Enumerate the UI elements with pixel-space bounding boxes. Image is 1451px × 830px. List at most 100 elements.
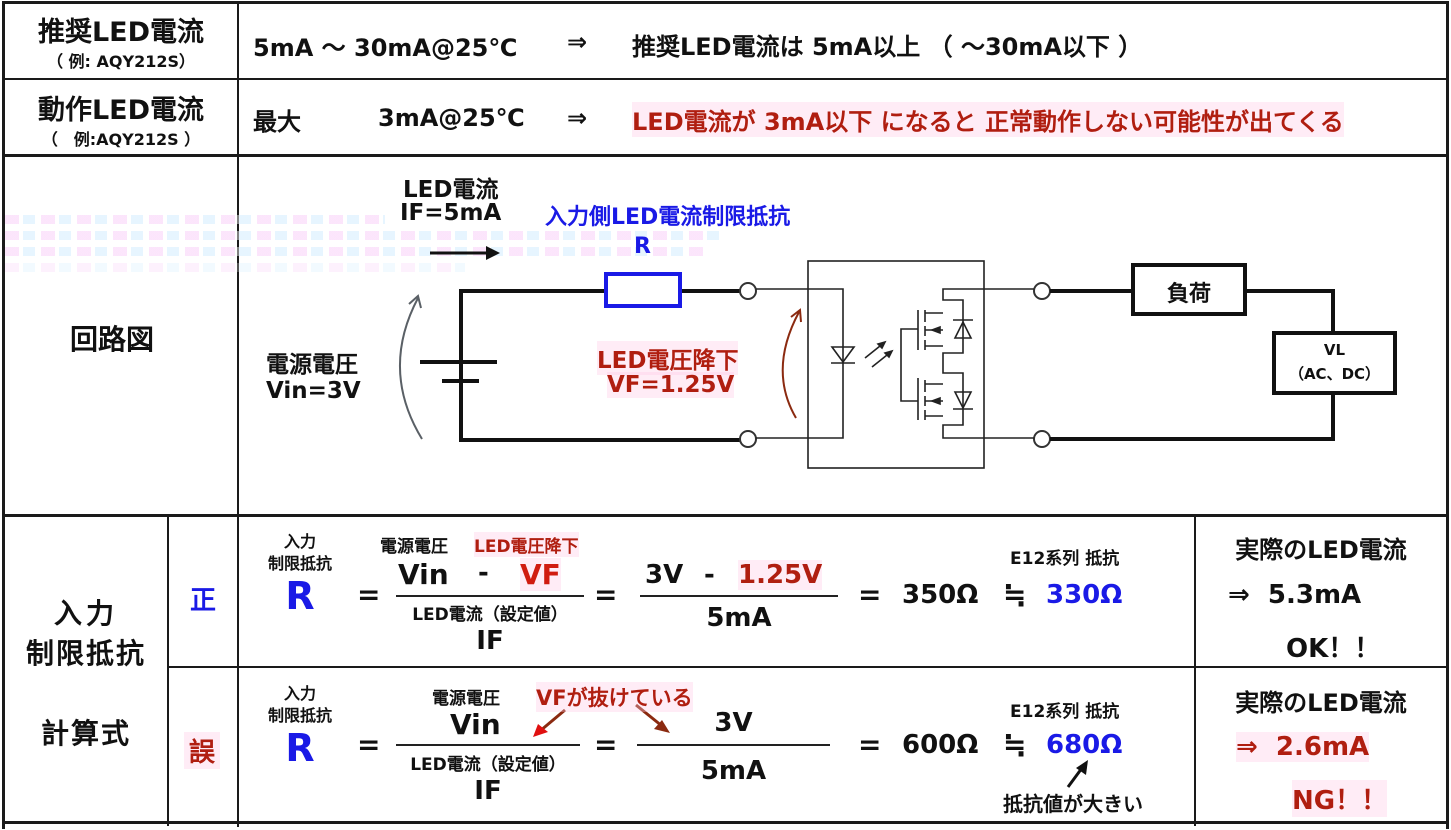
row-divider-1 <box>2 78 1449 80</box>
correct-num-caption-vf: LED電圧降下 <box>474 532 579 557</box>
table-border-top <box>2 1 1449 4</box>
col-divider-main <box>237 1 239 827</box>
correct-result: 350Ω <box>902 580 979 610</box>
wrong-r-symbol: R <box>285 726 315 770</box>
wrong-eq3: = <box>858 728 882 761</box>
recommended-arrow: ⇒ <box>567 28 588 56</box>
wire-top-left <box>459 289 606 395</box>
resistor-icon <box>604 272 682 308</box>
correct-verdict: OK！！ <box>1286 634 1381 664</box>
noise-strip <box>5 231 725 240</box>
operating-sublabel: （ 例:AQY212S ） <box>41 130 201 149</box>
wrong-den-caption: LED電流（設定値） <box>410 755 566 775</box>
correct-r-symbol: R <box>285 574 315 618</box>
wrong-approx: ≒ <box>1003 728 1027 761</box>
calc-label-line3: 計算式 <box>40 717 131 750</box>
wrong-e12-value: 680Ω <box>1046 730 1123 760</box>
correct-actual-value: ⇒ 5.3mA <box>1228 580 1362 610</box>
wrong-eq2: = <box>594 728 618 761</box>
correct-eq2: = <box>594 578 618 611</box>
vf-missing-arrow-right-icon <box>635 703 670 733</box>
led-current-label: LED電流 <box>403 177 499 203</box>
wrong-num-caption-supply: 電源電圧 <box>432 689 500 709</box>
correct-num-caption-supply: 電源電圧 <box>380 537 448 557</box>
correct-sub-minus: - <box>704 560 715 590</box>
resistor-label: 入力側LED電流制限抵抗 <box>545 205 791 230</box>
wrong-r-caption1: 入力 <box>283 684 316 703</box>
wrong-e12-note: 抵抗値が大きい <box>1003 792 1143 816</box>
operating-warning-note: LED電流が 3mA以下 になると 正常動作しない可能性が出てくる <box>632 102 1344 137</box>
wire-out-bottom <box>1050 393 1335 441</box>
correct-num-vin: Vin <box>398 558 449 591</box>
current-arrow-icon <box>430 246 500 260</box>
terminal-out-top <box>1033 282 1051 300</box>
operating-value-prefix: 最大 <box>253 108 301 136</box>
wrong-e12-caption: E12系列 抵抗 <box>1010 702 1120 722</box>
wrong-den-symbol: IF <box>474 776 502 806</box>
supply-voltage-value: Vin=3V <box>266 378 361 404</box>
row-divider-2 <box>2 154 1449 157</box>
operating-label: 動作LED電流 <box>37 95 205 126</box>
vl-source-box <box>1272 331 1397 395</box>
correct-eq: = <box>357 578 381 611</box>
terminal-out-bottom <box>1033 430 1051 448</box>
correct-sub-den: 5mA <box>706 603 772 633</box>
terminal-in-bottom <box>739 430 757 448</box>
row-divider-3 <box>2 514 1449 517</box>
circuit-label: 回路図 <box>70 323 155 356</box>
wrong-result: 600Ω <box>902 730 979 760</box>
resistance-large-arrow-icon <box>1066 760 1088 788</box>
correct-sub-num-b: 1.25V <box>738 560 823 590</box>
noise-strip <box>5 247 705 256</box>
correct-eq3: = <box>858 578 882 611</box>
correct-actual-title: 実際のLED電流 <box>1235 536 1407 564</box>
col-divider-result <box>1194 516 1196 826</box>
correct-r-caption1: 入力 <box>283 532 316 551</box>
terminal-in-top <box>739 282 757 300</box>
recommended-sublabel: （ 例: AQY212S） <box>46 52 196 71</box>
table-border-bottom <box>2 821 1449 824</box>
table-border-left <box>2 1 5 829</box>
wire-load-vl <box>1245 289 1335 333</box>
wrong-actual-title: 実際のLED電流 <box>1235 689 1407 717</box>
correct-den-symbol: IF <box>476 626 504 656</box>
wrong-verdict: NG！！ <box>1292 780 1388 817</box>
vl-label: VL <box>1323 341 1346 359</box>
correct-den-caption: LED電流（設定値） <box>412 605 568 625</box>
battery-icon <box>420 360 497 383</box>
vf-label: LED電圧降下 <box>597 341 739 375</box>
correct-num-minus: - <box>478 558 489 588</box>
vf-arrow-icon <box>781 308 802 419</box>
supply-voltage-arrow-icon <box>398 294 423 440</box>
correct-e12-caption: E12系列 抵抗 <box>1010 549 1120 569</box>
wrong-r-caption2: 制限抵抗 <box>267 706 332 725</box>
calc-label-line2: 制限抵抗 <box>25 637 146 670</box>
correct-sub-num-a: 3V <box>645 560 684 590</box>
correct-num-vf: VF <box>520 558 561 591</box>
row-divider-4 <box>168 666 1449 668</box>
operating-value: 3mA@25℃ <box>378 104 525 132</box>
wrong-mark: 誤 <box>184 732 220 769</box>
correct-approx: ≒ <box>1003 578 1027 611</box>
wire-bottom-left <box>459 382 740 442</box>
recommended-value: 5mA 〜 30mA@25℃ <box>253 34 518 62</box>
table-border-right <box>1446 1 1449 829</box>
noise-strip <box>5 263 465 272</box>
correct-mark: 正 <box>189 586 216 616</box>
wrong-actual-value: ⇒ 2.6mA <box>1236 732 1370 762</box>
col-divider-mark <box>167 516 169 826</box>
vf-value: VF=1.25V <box>607 372 735 398</box>
photomos-relay-icon <box>756 260 1034 469</box>
wrong-sub-num: 3V <box>714 708 753 738</box>
wrong-num-vin: Vin <box>450 708 501 741</box>
correct-r-caption2: 制限抵抗 <box>267 554 332 573</box>
load-box <box>1131 263 1247 316</box>
recommended-label: 推奨LED電流 <box>37 17 205 48</box>
recommended-note: 推奨LED電流は 5mA以上 （ 〜30mA以下 ） <box>632 33 1143 61</box>
calc-label-line1: 入力 <box>53 597 118 630</box>
led-current-value: IF=5mA <box>400 200 502 226</box>
vl-sublabel: （AC、DC） <box>1288 365 1381 383</box>
resistor-symbol: R <box>634 234 651 259</box>
wrong-annotation: VFが抜けている <box>536 682 693 712</box>
